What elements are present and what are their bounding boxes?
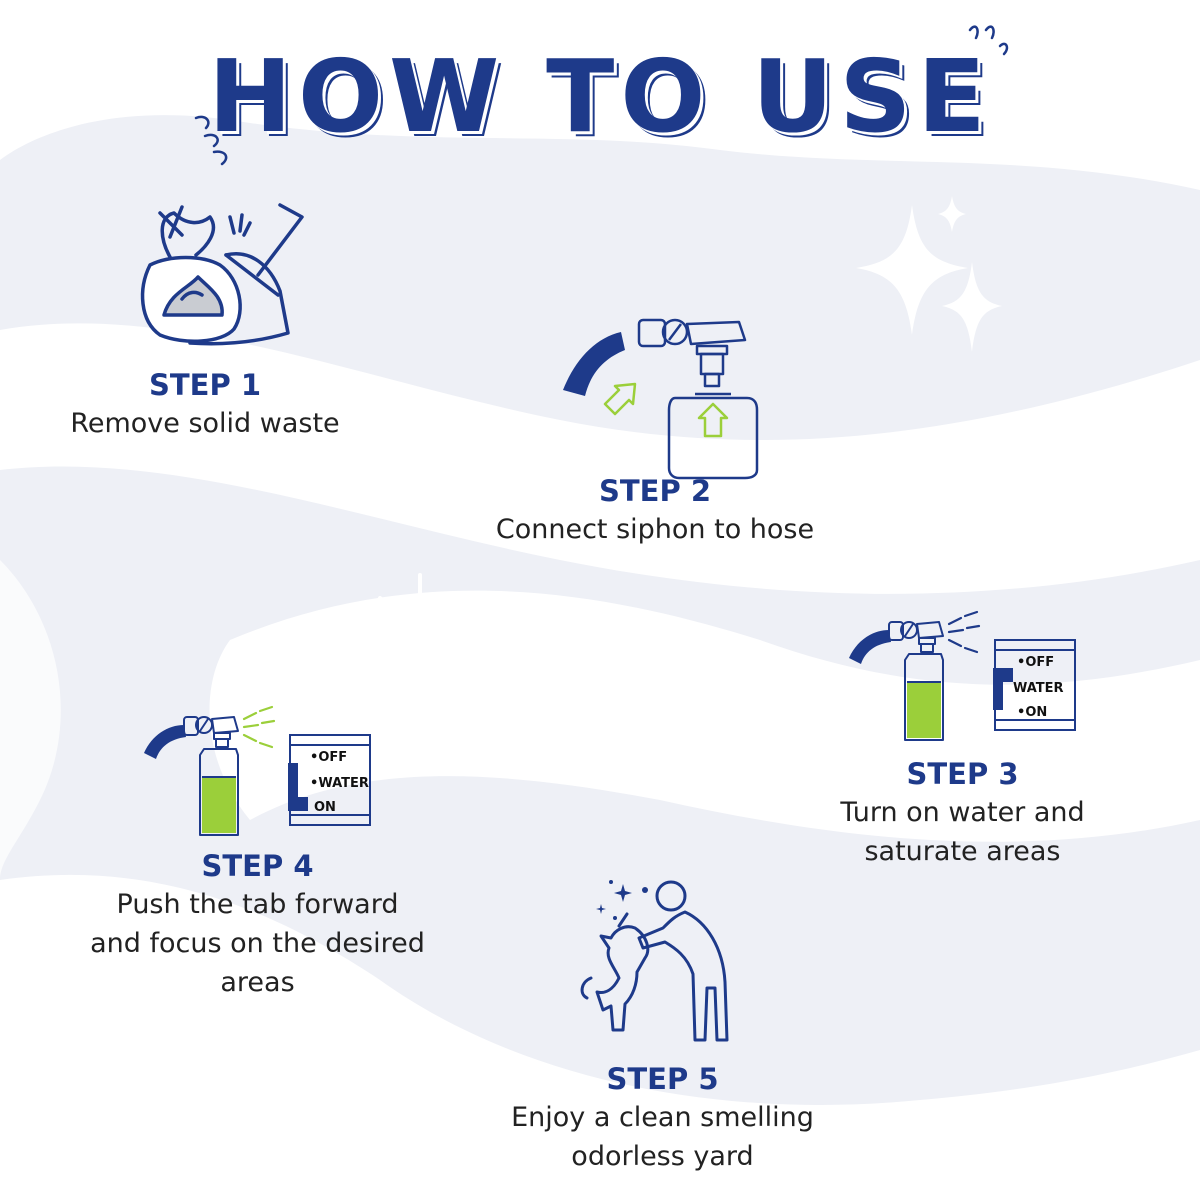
step-description: Connect siphon to hose: [495, 514, 815, 545]
svg-text:•OFF: •OFF: [1017, 655, 1054, 670]
wave-left-edge: [0, 560, 61, 880]
panel-on-label: ON: [1025, 705, 1047, 720]
person-and-dog-icon: [580, 880, 729, 1042]
svg-text:•WATER: •WATER: [310, 776, 369, 791]
deco-circle: [919, 1134, 951, 1166]
hose-icon: [563, 332, 625, 396]
step-description: Push the tab forward: [116, 889, 399, 920]
step-3: STEP 3 Turn on water and saturate areas: [770, 755, 1155, 871]
squiggle-icon: [194, 25, 1009, 166]
step-1: STEP 1 Remove solid waste: [0, 366, 410, 443]
burst-icon: [112, 67, 1137, 1195]
step-4: STEP 4 Push the tab forward and focus on…: [40, 847, 475, 1002]
page-title: HOW TO USE: [208, 38, 992, 155]
step-description: and focus on the desired: [90, 928, 425, 959]
wave-top: [0, 0, 1200, 190]
step-label: STEP 1: [148, 368, 261, 402]
wave-lower: [0, 874, 1200, 1200]
step-description: odorless yard: [571, 1141, 754, 1172]
svg-text:•ON: •ON: [1017, 705, 1047, 720]
burst-icon: [358, 573, 482, 692]
step-label: STEP 4: [201, 849, 314, 883]
sparkle-icon: [938, 196, 966, 232]
step-label: STEP 5: [606, 1062, 719, 1096]
sparkle-icon: [942, 262, 1002, 352]
step-5: STEP 5 Enjoy a clean smelling odorless y…: [445, 1060, 880, 1176]
step-description: Enjoy a clean smelling: [511, 1102, 814, 1133]
step-description: Remove solid waste: [70, 408, 340, 439]
deco-circle: [899, 1169, 911, 1181]
step-description: areas: [220, 967, 295, 998]
svg-text:•OFF: •OFF: [310, 750, 347, 765]
sprayer-on-icon: •OFF •WATER ON: [144, 705, 371, 836]
panel-off-label: OFF: [1025, 655, 1054, 670]
step-description: Turn on water and: [840, 797, 1085, 828]
step-label: STEP 3: [906, 757, 1019, 791]
wave-upper: [0, 323, 1200, 594]
sparkle-icon: [856, 205, 968, 335]
panel-off-label: OFF: [318, 750, 347, 765]
wave-middle: [209, 590, 1200, 842]
bag-and-scooper-icon: [140, 203, 304, 346]
step-description: saturate areas: [864, 836, 1061, 867]
siphon-bottle-icon: [563, 318, 759, 480]
panel-water-label: WATER: [1013, 681, 1064, 696]
step-2: STEP 2 Connect siphon to hose: [410, 472, 900, 549]
panel-water-label: WATER: [318, 776, 369, 791]
panel-on-label: ON: [314, 800, 336, 815]
deco-circle: [0, 0, 102, 102]
step-label: STEP 2: [598, 474, 711, 508]
sprayer-water-icon: •OFF WATER •ON: [849, 610, 1076, 741]
